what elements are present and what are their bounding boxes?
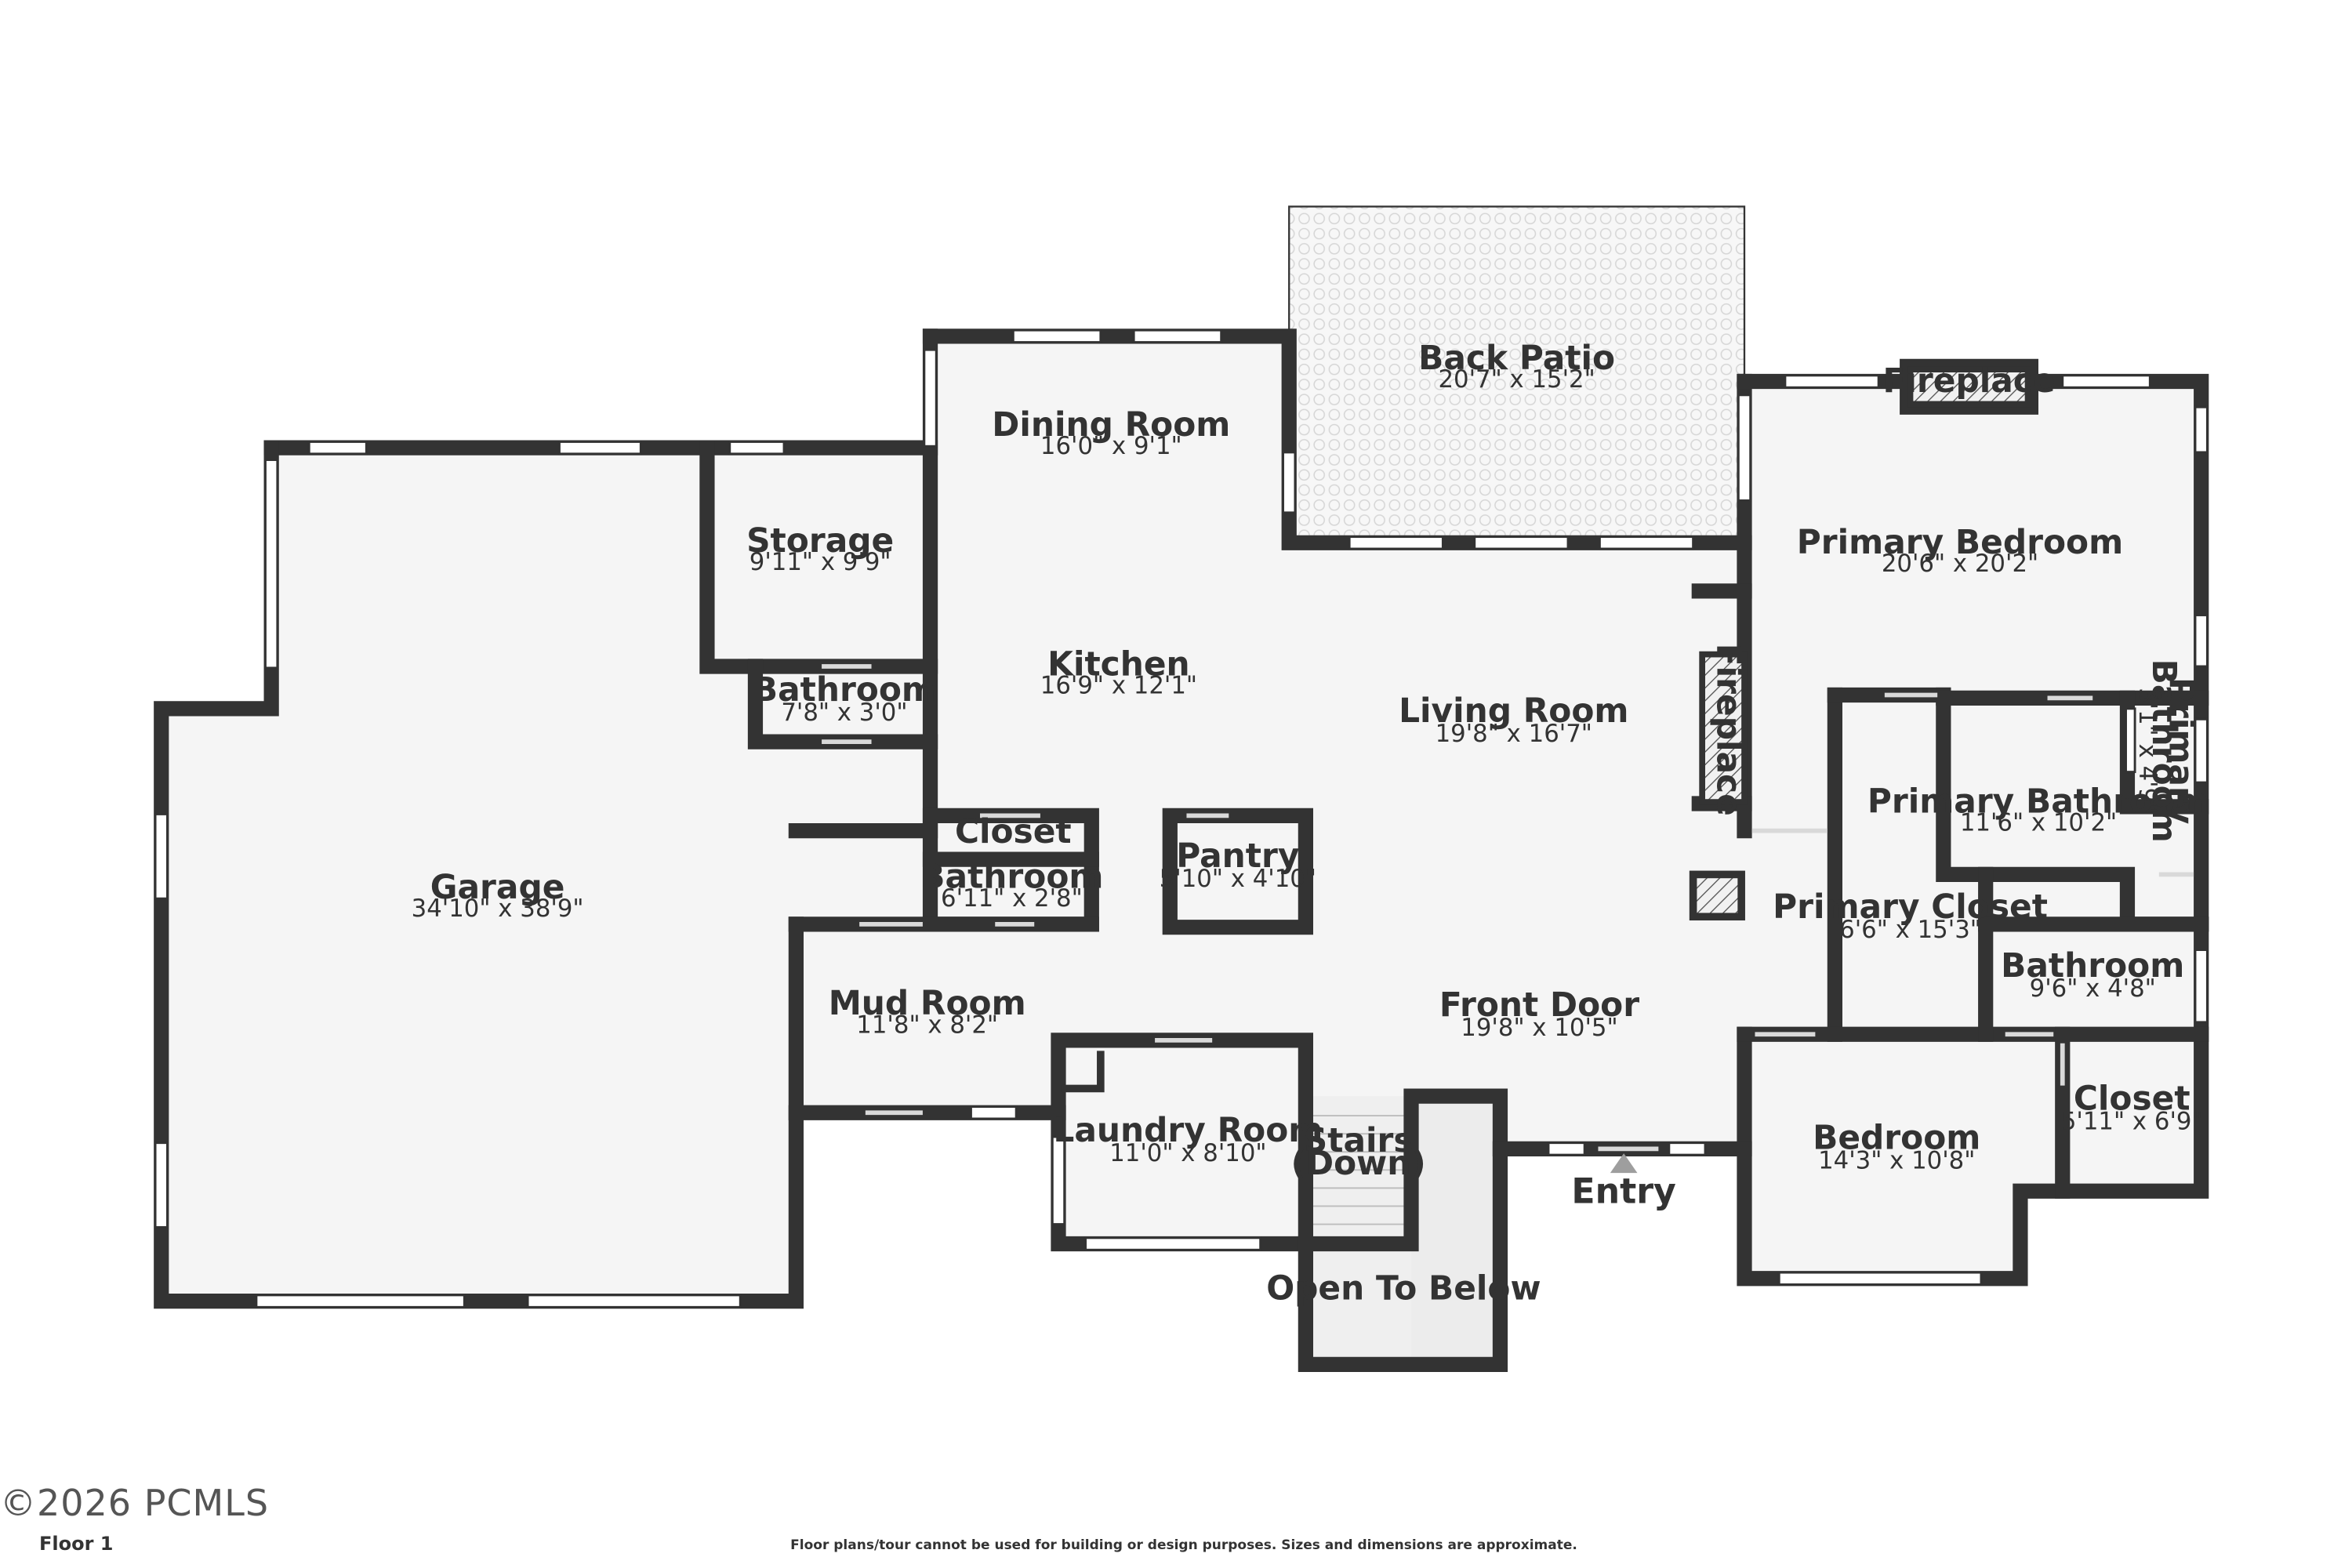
primary-bathroom-small-name: Primary: [2161, 677, 2200, 824]
garage-name: Garage: [430, 868, 565, 906]
garage-dims: 34'10" x 38'9": [412, 895, 584, 923]
primary-closet-dims: 6'6" x 15'3": [1839, 916, 1981, 944]
storage-dims: 9'11" x 9'9": [750, 548, 891, 576]
void-area: [1411, 1096, 1499, 1365]
pantry-dims: 5'10" x 4'10": [1160, 865, 1316, 893]
primary-closet-name: Primary Closet: [1773, 887, 2048, 926]
laundry-room-name: Laundry Room: [1053, 1111, 1323, 1149]
bathroom-east-dims: 9'6" x 4'8": [2030, 975, 2156, 1003]
closet-east-name: Closet: [2074, 1079, 2190, 1117]
front-door-dims: 19'8" x 10'5": [1461, 1014, 1617, 1042]
primary-bathroom-small-dims: 3'1" x 4'9": [2133, 688, 2161, 814]
dining-room-name: Dining Room: [992, 405, 1230, 444]
primary-bathroom-small-name2: Bathroom: [2145, 659, 2183, 843]
windows: [154, 328, 2209, 1308]
door-openings: [822, 664, 2194, 1152]
mud-room-name: Mud Room: [829, 984, 1026, 1022]
laundry-room-dims: 11'0" x 8'10": [1109, 1139, 1266, 1167]
living-room-name: Living Room: [1399, 691, 1628, 730]
back-patio-dims: 20'7" x 15'2": [1438, 365, 1595, 394]
bathroom-east-name: Bathroom: [2001, 946, 2184, 985]
closet-hall-name: Closet: [955, 812, 1072, 851]
mud-room-dims: 11'8" x 8'2": [856, 1011, 998, 1039]
copyright-watermark: ©2026 PCMLS: [0, 1482, 270, 1524]
floor-fills: [161, 205, 2201, 1365]
fireplace-living-icon: [1699, 651, 1748, 805]
bedroom-name: Bedroom: [1813, 1118, 1980, 1156]
dining-room-dims: 16'0" x 9'1": [1040, 432, 1182, 460]
stairs-direction: (Down): [1291, 1144, 1426, 1182]
pantry-name: Pantry: [1176, 837, 1299, 875]
room-labels: Garage 34'10" x 38'9" Storage 9'11" x 9'…: [412, 339, 2209, 1308]
entry-label: Entry: [1571, 1172, 1676, 1212]
disclaimer-text: Floor plans/tour cannot be used for buil…: [790, 1537, 1577, 1553]
stairs-treads: [1308, 1115, 1409, 1225]
open-to-below-name: Open To Below: [1266, 1269, 1541, 1308]
kitchen-name: Kitchen: [1047, 645, 1189, 684]
entry-arrow-icon: [1610, 1153, 1638, 1174]
primary-bedroom-name: Primary Bedroom: [1797, 523, 2123, 561]
primary-bathroom-name: Primary Bathroom: [1867, 782, 2209, 821]
bathroom-hall-name: Bathroom: [920, 858, 1103, 896]
front-door-name: Front Door: [1439, 985, 1639, 1024]
fireplace-bedroom-icon: [1907, 366, 2031, 408]
primary-bathroom-dims: 11'6" x 10'2": [1960, 809, 2117, 837]
stairs-name: Stairs: [1304, 1121, 1414, 1160]
fireplace-bedroom-label: Fireplace: [1883, 361, 2056, 400]
bathroom-small-dims: 7'8" x 3'0": [781, 699, 907, 727]
living-room-dims: 19'8" x 16'7": [1436, 720, 1592, 748]
bathroom-small-name: Bathroom: [753, 670, 936, 709]
kitchen-dims: 16'9" x 12'1": [1040, 672, 1197, 700]
storage-name: Storage: [746, 521, 894, 560]
bathroom-hall-dims: 6'11" x 2'8": [941, 884, 1083, 913]
fireplace-living-label: Fireplace: [1709, 644, 1748, 816]
back-patio-name: Back Patio: [1418, 339, 1615, 377]
closet-east-dims: 5'11" x 6'9": [2061, 1107, 2203, 1135]
floor-label: Floor 1: [39, 1533, 114, 1555]
bedroom-dims: 14'3" x 10'8": [1818, 1146, 1975, 1174]
primary-bedroom-dims: 20'6" x 20'2": [1882, 550, 2038, 578]
